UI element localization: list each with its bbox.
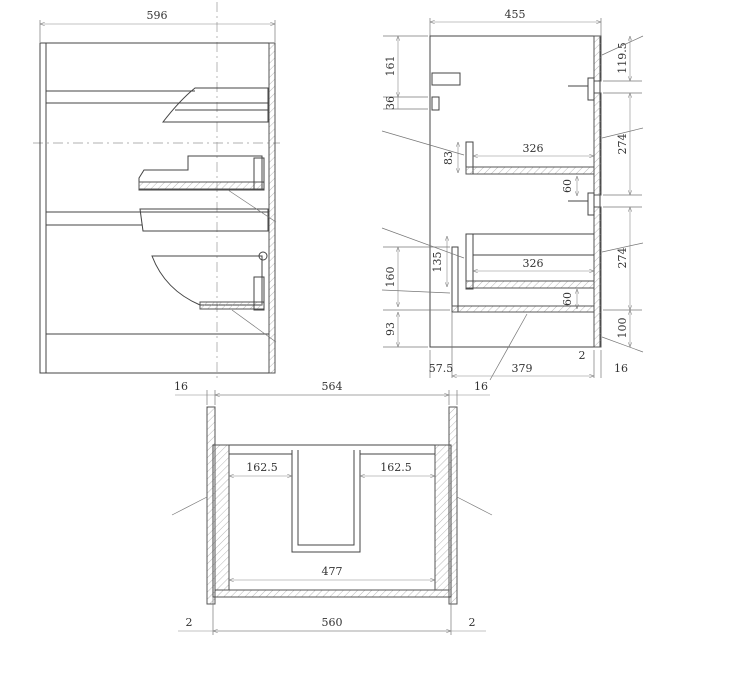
cutout-right-label: 162.5 [380, 461, 412, 474]
front-offset-label: 57.5 [429, 362, 454, 375]
side-view: 455 326 83 60 326 135 60 [381, 8, 644, 381]
overall-width-label: 564 [322, 380, 343, 393]
panel-right-label: 16 [474, 380, 488, 393]
drawer-top-height: 83 [442, 151, 455, 165]
left-dim-160: 160 [384, 267, 397, 288]
drawer-top-depth: 326 [523, 142, 544, 155]
gap-left-label: 2 [186, 616, 193, 629]
bottom-width-label: 560 [322, 616, 343, 629]
right-dim-100: 100 [616, 318, 629, 339]
drawer-bottom-gap: 60 [561, 292, 574, 306]
drawer-top-gap: 60 [561, 179, 574, 193]
front-width-label: 596 [147, 9, 168, 22]
gap-right-label: 2 [469, 616, 476, 629]
right-dim-274-bottom: 274 [616, 248, 629, 269]
drawer-bottom-height: 135 [431, 252, 444, 273]
side-depth-label: 455 [505, 8, 526, 21]
left-dim-93: 93 [384, 322, 397, 336]
gap-label: 2 [579, 349, 586, 362]
inner-width-label: 477 [322, 565, 343, 578]
right-dim-119-5: 119.5 [616, 42, 629, 74]
left-dim-36: 36 [384, 96, 397, 110]
base-depth-label: 379 [512, 362, 533, 375]
right-dim-274-top: 274 [616, 134, 629, 155]
top-view: 564 16 16 162.5 162.5 477 560 2 2 [171, 380, 493, 635]
front-view: 596 [33, 2, 280, 380]
drawer-bottom-depth: 326 [523, 257, 544, 270]
left-dim-161: 161 [384, 56, 397, 77]
panel-left-label: 16 [174, 380, 188, 393]
cutout-left-label: 162.5 [246, 461, 278, 474]
panel-thickness-label: 16 [614, 362, 628, 375]
